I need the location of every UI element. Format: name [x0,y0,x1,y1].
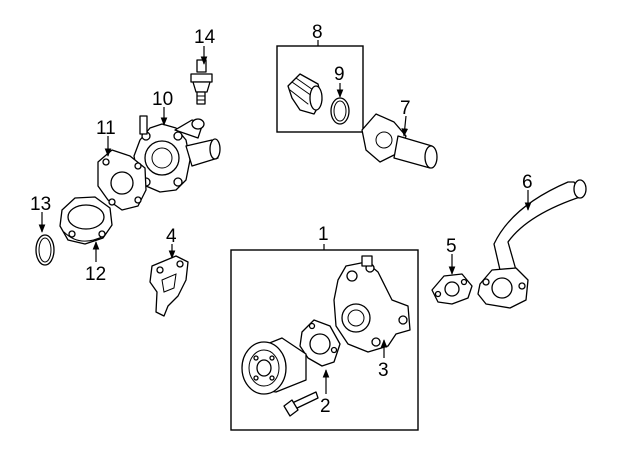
part-8-thermostat-assembly[interactable] [287,73,323,115]
part-13-o-ring[interactable] [35,234,55,266]
part-7-water-pipe[interactable] [361,113,438,169]
part-11-housing-gasket[interactable] [97,149,147,211]
part-9-o-ring[interactable] [330,97,350,125]
part-14-temperature-sensor[interactable] [190,59,213,105]
callout-10: 10 [152,89,173,110]
pump-bolt[interactable] [283,391,319,417]
part-5-gasket[interactable] [431,273,473,305]
callout-9: 9 [334,64,345,85]
callout-1: 1 [318,224,329,245]
callout-11: 11 [96,118,116,139]
part-3-water-pump-body[interactable] [333,255,411,353]
water-pump-pulley[interactable] [241,337,307,395]
part-10-thermostat-housing[interactable] [133,115,221,193]
callout-3: 3 [378,360,389,381]
part-6-water-pipe[interactable] [477,179,587,309]
callout-8: 8 [312,22,323,43]
callout-13: 13 [30,194,51,215]
part-2-gasket[interactable] [299,319,341,367]
callout-2: 2 [320,396,331,417]
group-box-8 [276,45,364,133]
callout-14: 14 [194,27,216,48]
leader-lines [38,40,532,394]
callout-12: 12 [85,264,106,285]
part-4-gasket[interactable] [149,255,189,317]
callout-5: 5 [446,236,457,257]
callout-4: 4 [166,226,177,247]
part-12-thermostat[interactable] [59,196,113,245]
callout-7: 7 [400,98,411,119]
callout-6: 6 [522,172,533,193]
